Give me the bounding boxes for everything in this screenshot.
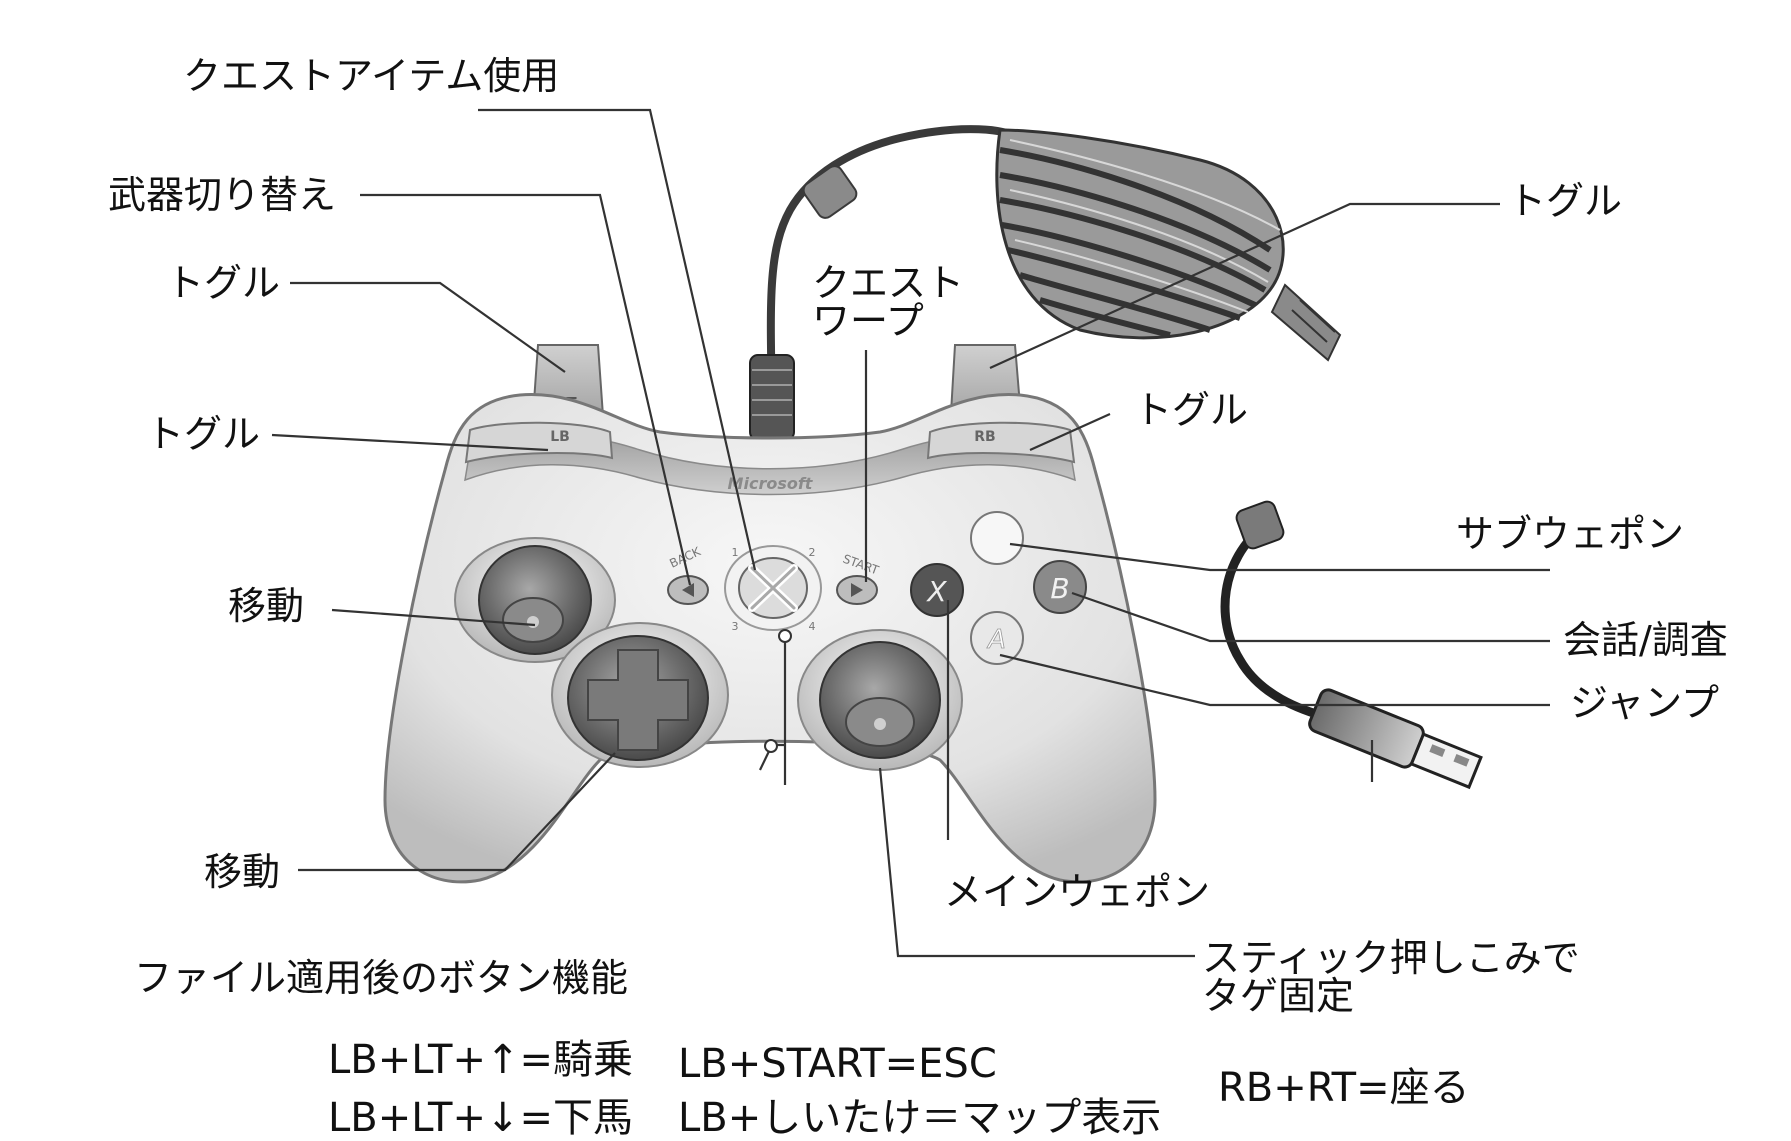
label-talk-examine: 会話/調査 — [1563, 618, 1728, 662]
leader-toggle-lb — [271, 433, 549, 452]
brand-logo-text: Microsoft — [728, 474, 814, 493]
leader-toggle-rt — [989, 202, 1500, 370]
ring-number-4: 4 — [809, 620, 816, 633]
right-bumper: RB — [926, 421, 1076, 464]
label-toggle-rt: トグル — [1508, 179, 1623, 223]
right-analog-stick — [797, 629, 963, 771]
controller-body — [383, 393, 1157, 884]
label-toggle-lb: トグル — [146, 412, 261, 456]
lb-text: LB — [550, 429, 570, 445]
label-move-dpad: 移動 — [204, 850, 281, 894]
leader-sub-weapon — [1009, 542, 1550, 572]
label-quest-item: クエストアイテム使用 — [183, 54, 560, 98]
d-pad — [551, 622, 729, 768]
rb-text: RB — [974, 429, 995, 445]
usb-connector — [1308, 688, 1483, 790]
cable-ferrite-top — [802, 165, 858, 219]
b-button: B — [1033, 560, 1087, 614]
label-move-left-stick: 移動 — [228, 584, 305, 628]
leader-jump — [999, 653, 1550, 707]
guide-dot-top — [778, 629, 792, 643]
ring-number-3: 3 — [732, 620, 739, 633]
label-quest-warp-line1: クエスト — [812, 261, 965, 305]
a-button: A — [970, 611, 1024, 665]
leader-move-dpad — [298, 752, 616, 872]
combo-dismount: LB+LT+↓=下馬 — [328, 1095, 633, 1141]
label-main-weapon: メインウェポン — [944, 870, 1211, 914]
combo-mount: LB+LT+↑=騎乗 — [328, 1037, 633, 1083]
left-bumper: LB — [464, 421, 614, 464]
left-analog-stick — [454, 537, 616, 663]
label-weapon-switch: 武器切り替え — [108, 173, 337, 217]
top-band — [464, 434, 1076, 496]
usb-ferrite — [1235, 500, 1285, 550]
usb-cable — [1220, 521, 1332, 723]
leader-toggle-lt — [290, 281, 566, 373]
leader-talk-examine — [1071, 591, 1550, 643]
b-text: B — [1050, 572, 1069, 605]
label-stick-press-line1: スティック押しこみで — [1202, 936, 1580, 980]
label-stick-press: スティック押しこみで タゲ固定 — [1202, 939, 1580, 1015]
cable-strain-relief — [749, 354, 795, 441]
x-text: X — [925, 575, 947, 608]
label-stick-press-line2: タゲ固定 — [1202, 974, 1355, 1018]
label-quest-warp-line2: ワープ — [812, 299, 924, 343]
ring-number-1: 1 — [732, 546, 739, 559]
x-button: X — [910, 563, 964, 617]
functions-heading: ファイル適用後のボタン機能 — [134, 956, 629, 1000]
leader-quest-item — [478, 108, 757, 571]
y-button — [970, 511, 1024, 565]
label-toggle-rb: トグル — [1134, 388, 1249, 432]
leader-stick-press — [878, 767, 1195, 958]
ring-number-2: 2 — [809, 546, 816, 559]
guide-dot-bottom — [764, 739, 778, 753]
leader-move-left-stick — [331, 608, 536, 627]
combo-sit: RB+RT=座る — [1218, 1065, 1470, 1111]
guide-ring: 1 2 3 4 — [724, 545, 822, 633]
leader-toggle-rb — [1029, 412, 1111, 452]
leader-weapon-switch — [360, 193, 692, 586]
combo-escape: LB+START=ESC — [678, 1041, 997, 1087]
label-jump: ジャンプ — [1570, 681, 1719, 725]
leader-lines — [271, 108, 1550, 958]
cable-coil — [995, 128, 1285, 340]
label-sub-weapon: サブウェポン — [1456, 512, 1685, 556]
combo-map: LB+しいたけ＝マップ表示 — [678, 1095, 1162, 1141]
a-text: A — [986, 625, 1006, 655]
label-quest-warp: クエスト ワープ — [812, 264, 964, 340]
label-toggle-lt: トグル — [166, 261, 281, 305]
